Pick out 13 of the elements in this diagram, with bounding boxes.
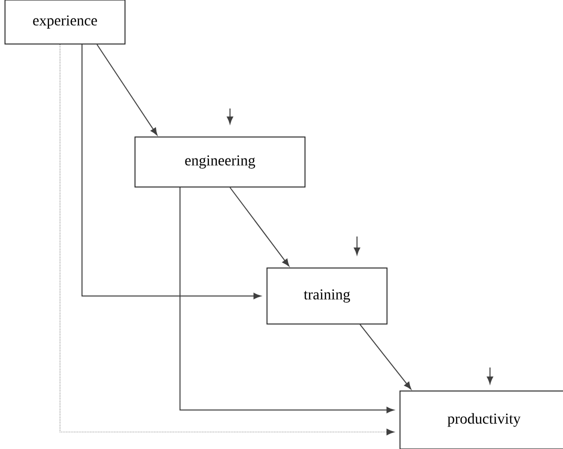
- process-box: training: [266, 268, 388, 324]
- process-box: productivity: [400, 390, 563, 449]
- process-box: experience: [4, 0, 126, 44]
- process-box: engineering: [134, 136, 306, 188]
- arrow: [60, 44, 395, 436]
- arrow: [226, 116, 234, 124]
- arrow: [360, 324, 412, 390]
- arrow: [354, 248, 360, 255]
- arrow: [486, 376, 494, 384]
- arrow: [96, 44, 158, 136]
- arrow: [82, 44, 261, 300]
- arrow: [180, 187, 394, 414]
- arrow: [230, 187, 290, 266]
